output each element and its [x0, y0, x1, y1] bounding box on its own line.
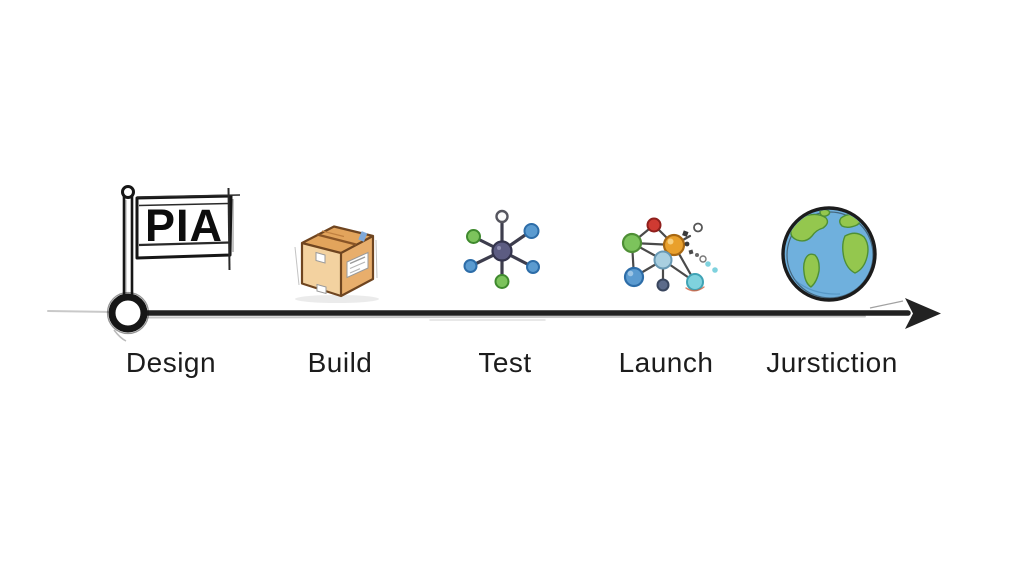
- flag-base-marker: [108, 293, 148, 333]
- flag-text: PIA: [145, 200, 223, 251]
- flag-pole-knob: [121, 185, 135, 199]
- timeline-axis: [47, 298, 941, 329]
- network-icon: [621, 217, 718, 292]
- molecule-icon: [463, 209, 540, 289]
- package-icon: [294, 225, 379, 303]
- globe-icon: [781, 206, 877, 302]
- flag-icon: PIA: [106, 185, 241, 342]
- package-tape: [358, 231, 368, 242]
- molecule-hub: [491, 240, 513, 262]
- arrowhead-icon: [905, 298, 941, 329]
- network-scatter-dots: [682, 222, 718, 273]
